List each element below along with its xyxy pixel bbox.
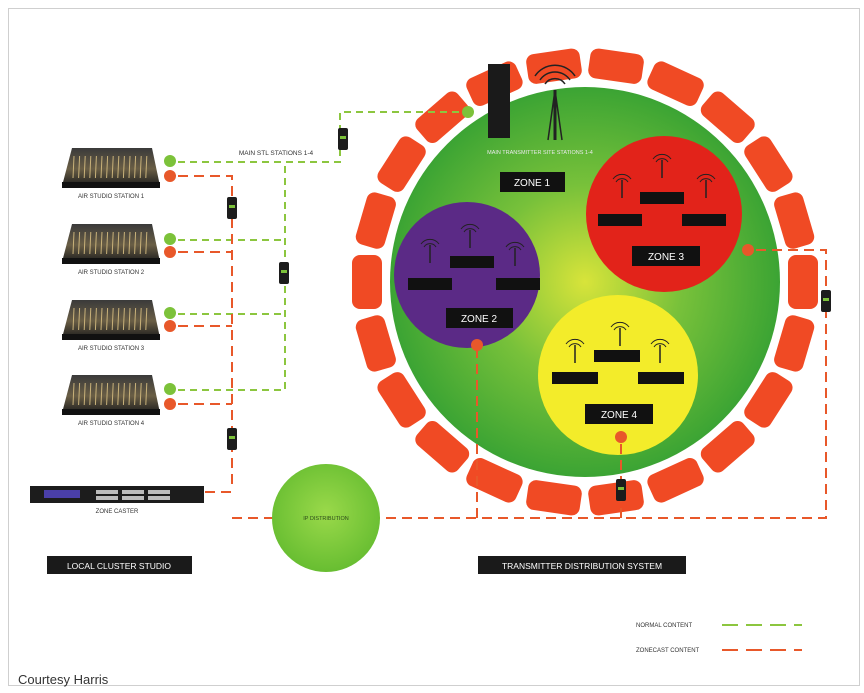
transmitter-box	[598, 214, 642, 226]
legend-normal-label: NORMAL CONTENT	[636, 623, 692, 629]
main-transmitter-rack-icon	[488, 64, 510, 138]
zone-node	[615, 431, 627, 443]
ring-segment	[355, 315, 396, 372]
status-led	[618, 487, 624, 490]
ring-segment	[744, 136, 793, 192]
legend-zonecast-label: ZONECAST CONTENT	[636, 648, 700, 654]
ip-distribution-circle	[272, 464, 380, 572]
tower-icon	[505, 241, 525, 266]
zonecast-node	[164, 398, 176, 410]
status-led	[823, 298, 829, 301]
studio-consoles: AIR STUDIO STATION 1 AIR STUDIO STATION 2…	[62, 148, 160, 427]
zone-4-label: ZONE 4	[601, 410, 638, 421]
courtesy-credit: Courtesy Harris	[18, 672, 109, 687]
zone-caster-label: ZONE CASTER	[96, 509, 139, 515]
ring-segment	[647, 61, 704, 106]
transmitter-box	[594, 350, 640, 362]
tower-icon	[612, 173, 632, 198]
studio-console-icon	[62, 224, 160, 264]
tower-icon	[610, 321, 630, 346]
status-led	[340, 136, 346, 139]
ring-segment	[700, 91, 755, 143]
zone-4-circle	[538, 295, 698, 455]
station-label: AIR STUDIO STATION 4	[78, 421, 145, 427]
ring-segment	[588, 48, 644, 84]
studio-console-icon	[62, 300, 160, 340]
main-site-label: MAIN TRANSMITTER SITE STATIONS 1-4	[487, 150, 593, 156]
transmitter-distribution-label: TRANSMITTER DISTRIBUTION SYSTEM	[502, 561, 662, 571]
zone-2-box	[446, 308, 513, 328]
status-led	[281, 270, 287, 273]
ip-distribution-label: IP DISTRIBUTION	[303, 516, 348, 522]
ring-segment	[377, 136, 426, 192]
local-cluster-studio-box	[47, 556, 192, 574]
status-led	[229, 205, 235, 208]
transmitter-box	[682, 214, 726, 226]
zone-1-label: ZONE 1	[514, 178, 551, 189]
ring-segment	[526, 480, 582, 516]
normal-node	[164, 155, 176, 167]
zone-node	[471, 339, 483, 351]
ring-segment	[352, 255, 382, 309]
ring-segment	[415, 91, 470, 143]
zone-4-box	[585, 404, 653, 424]
zone-1-box	[500, 172, 565, 192]
transmitter-box	[638, 372, 684, 384]
local-cluster-studio-label: LOCAL CLUSTER STUDIO	[67, 561, 171, 571]
studio-console-icon	[62, 148, 160, 188]
tower-icon	[652, 153, 672, 178]
zonecast-node	[164, 320, 176, 332]
transmitter-distribution-box	[478, 556, 686, 574]
link-devices	[227, 128, 831, 501]
normal-node	[164, 233, 176, 245]
ring-segment	[700, 421, 755, 473]
main-site-node	[462, 106, 474, 118]
zone-caster-device-icon	[30, 486, 204, 503]
ring-segment	[466, 458, 523, 503]
ring-segment	[647, 458, 704, 503]
tower-icon	[696, 173, 716, 198]
tower-icon	[460, 223, 480, 248]
tower-icon	[565, 338, 585, 363]
transmitter-box	[552, 372, 598, 384]
ring-segment	[774, 315, 815, 372]
zone-3-box	[632, 246, 700, 266]
zone-3-label: ZONE 3	[648, 252, 685, 263]
zone-node	[742, 244, 754, 256]
transmitter-box	[496, 278, 540, 290]
main-stl-label: MAIN STL STATIONS 1-4	[239, 150, 314, 157]
main-antenna-tower-icon	[534, 64, 576, 141]
ring-segment	[744, 372, 793, 428]
station-label: AIR STUDIO STATION 2	[78, 270, 145, 276]
ring-segment	[788, 255, 818, 309]
ring-segment	[355, 192, 396, 249]
studio-console-icon	[62, 375, 160, 415]
status-led	[229, 436, 235, 439]
tower-icon	[650, 338, 670, 363]
normal-node	[164, 307, 176, 319]
zonecast-node	[164, 246, 176, 258]
zonecast-node	[164, 170, 176, 182]
zone-2-label: ZONE 2	[461, 314, 498, 325]
normal-node	[164, 383, 176, 395]
station-label: AIR STUDIO STATION 3	[78, 346, 145, 352]
transmitter-box	[408, 278, 452, 290]
ring-segment	[415, 421, 470, 473]
station-label: AIR STUDIO STATION 1	[78, 194, 145, 200]
ring-segment	[526, 48, 582, 84]
ring-segment	[377, 372, 426, 428]
ring-segment	[774, 192, 815, 249]
zone-transmitters	[408, 153, 726, 384]
transmitter-box	[450, 256, 494, 268]
transmitter-box	[640, 192, 684, 204]
tower-icon	[420, 238, 440, 263]
